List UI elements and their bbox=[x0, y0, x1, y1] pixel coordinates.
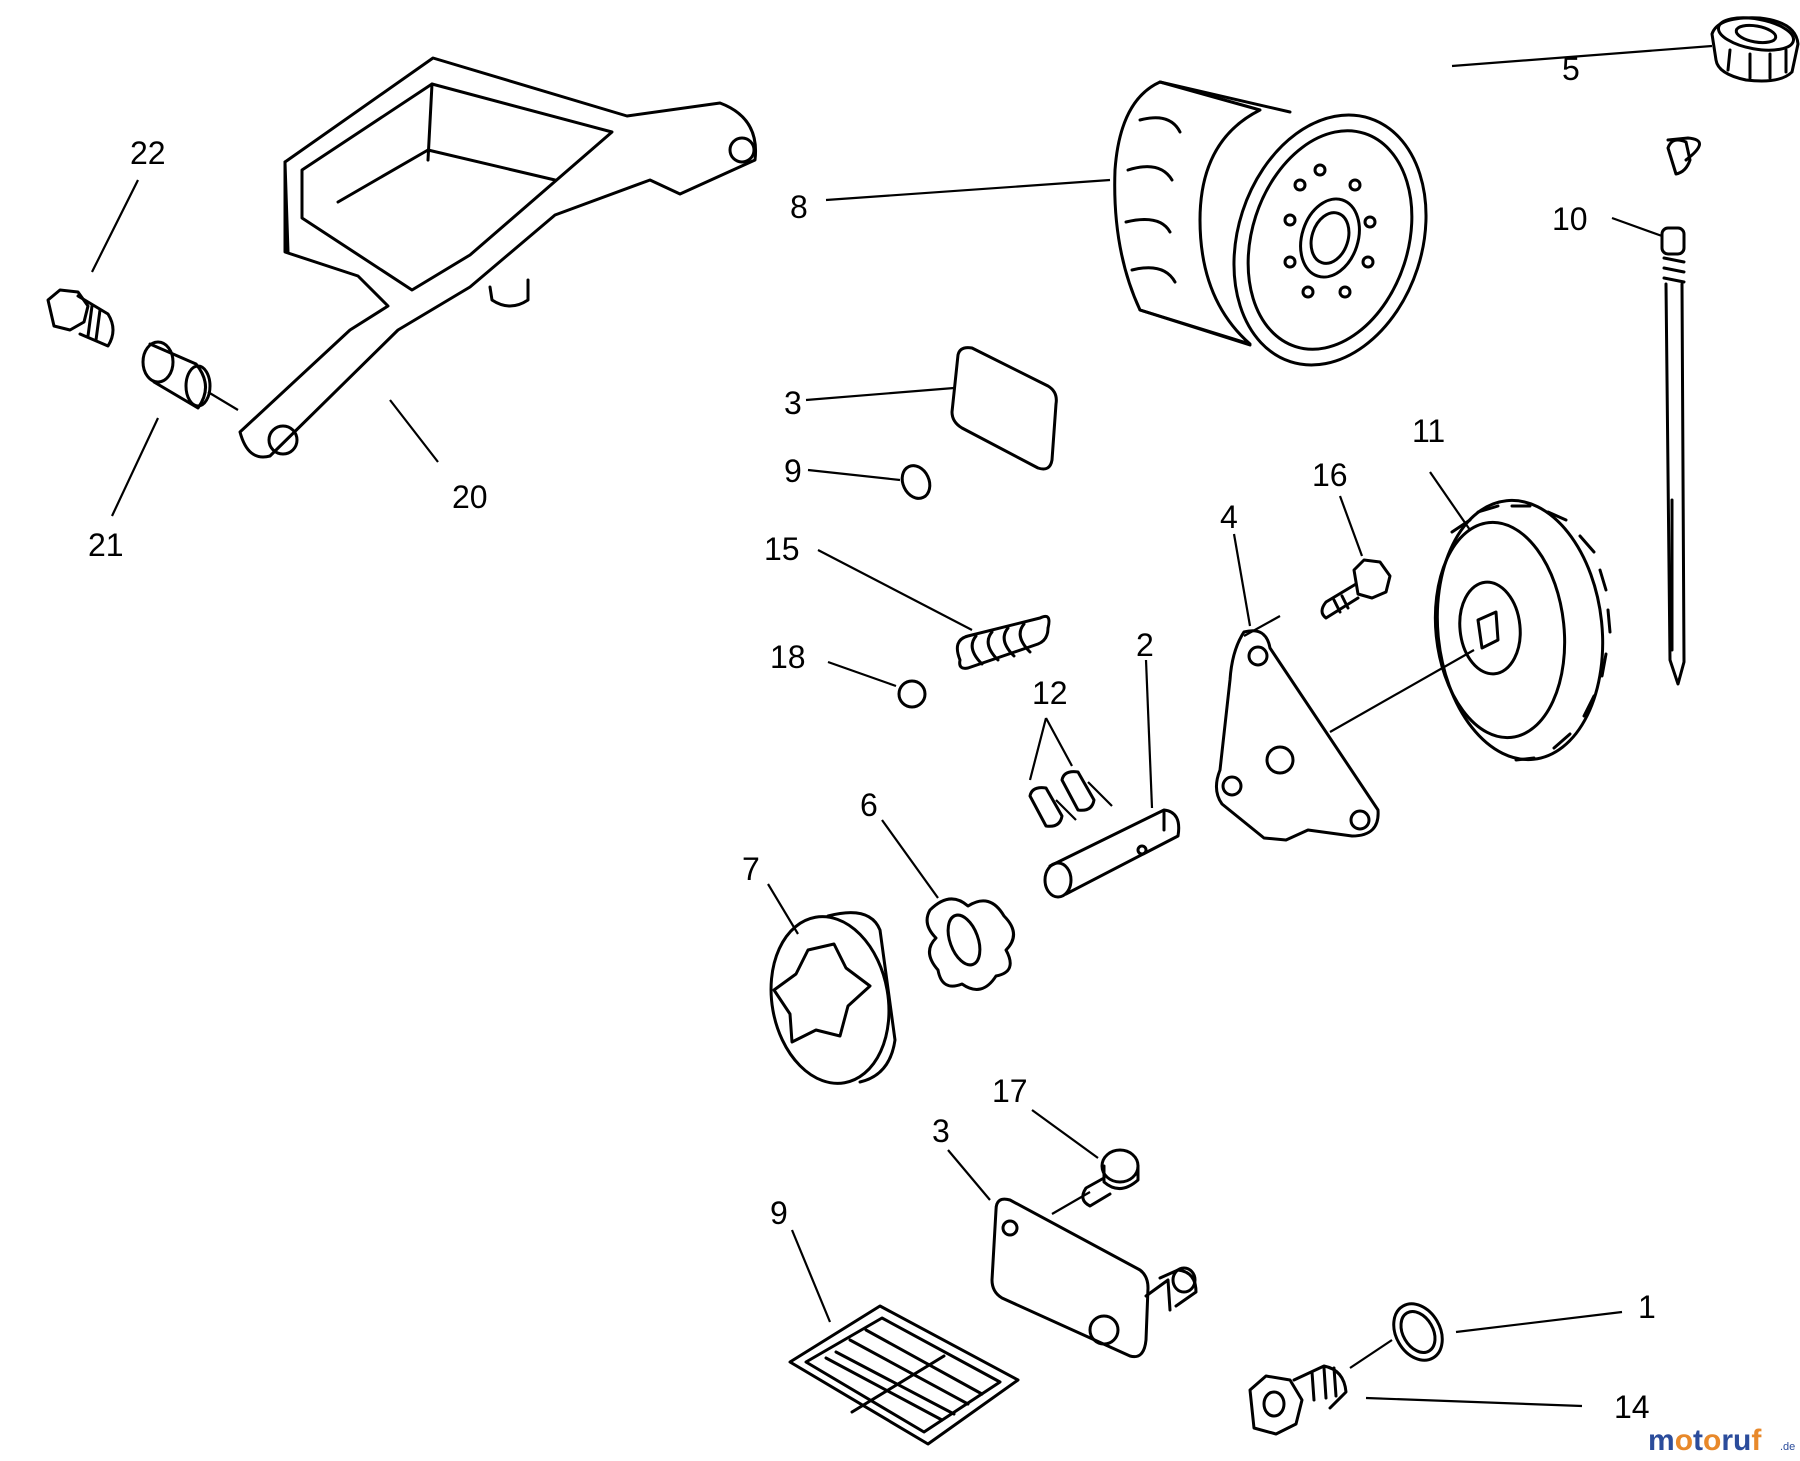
callout-labels: 22 21 20 8 5 10 3 9 15 18 12 2 4 16 11 6… bbox=[88, 51, 1656, 1425]
part-8-oil-filter bbox=[1113, 80, 1428, 367]
watermark-letter: u bbox=[1733, 1424, 1751, 1457]
assembly-lines bbox=[207, 391, 1475, 1369]
callout-12: 12 bbox=[1032, 675, 1068, 711]
callout-5: 5 bbox=[1562, 51, 1580, 87]
part-7-outer-rotor bbox=[769, 911, 897, 1085]
watermark-brand: motoruf bbox=[1648, 1424, 1762, 1457]
callout-19: 9 bbox=[784, 453, 802, 489]
part-6-inner-rotor bbox=[925, 897, 1015, 991]
callout-10: 10 bbox=[1552, 201, 1588, 237]
callout-14: 14 bbox=[1614, 1389, 1650, 1425]
part-18-ball bbox=[897, 679, 927, 709]
part-5-cap bbox=[1710, 16, 1800, 83]
part-1-washer bbox=[1392, 1302, 1444, 1362]
callout-20: 20 bbox=[452, 479, 488, 515]
part-16-bolt bbox=[1320, 558, 1392, 620]
part-3-cover-plate bbox=[990, 1197, 1198, 1359]
part-10-dipstick bbox=[1660, 136, 1701, 686]
part-9-strainer bbox=[788, 1304, 1020, 1446]
callout-18: 18 bbox=[770, 639, 806, 675]
watermark-letter: m bbox=[1648, 1424, 1675, 1457]
callout-3: 3 bbox=[932, 1113, 950, 1149]
callout-17: 17 bbox=[992, 1073, 1028, 1109]
callout-11: 11 bbox=[1412, 413, 1445, 449]
callout-13: 3 bbox=[784, 385, 802, 421]
part-15-spring bbox=[955, 614, 1051, 670]
watermark-letter: o bbox=[1703, 1424, 1721, 1457]
callout-7: 7 bbox=[742, 851, 760, 887]
part-4-plate bbox=[1215, 629, 1380, 842]
part-20-bracket bbox=[238, 56, 758, 459]
part-13-gasket bbox=[950, 346, 1058, 471]
callout-8: 8 bbox=[790, 189, 808, 225]
part-22-bolt bbox=[46, 288, 115, 348]
watermark-letter: t bbox=[1693, 1424, 1703, 1457]
part-17-screw bbox=[1081, 1148, 1140, 1208]
part-21-bushing bbox=[141, 340, 212, 410]
watermark-letter: o bbox=[1675, 1424, 1693, 1457]
leader-lines bbox=[91, 44, 1713, 1408]
callout-9: 9 bbox=[770, 1195, 788, 1231]
callout-1: 1 bbox=[1638, 1289, 1656, 1325]
callout-4: 4 bbox=[1220, 499, 1238, 535]
callout-6: 6 bbox=[860, 787, 878, 823]
callout-2: 2 bbox=[1136, 627, 1154, 663]
watermark: motoruf .de bbox=[1648, 1424, 1795, 1457]
part-14-drain-plug bbox=[1248, 1364, 1348, 1436]
callout-22: 22 bbox=[130, 135, 166, 171]
callout-16: 16 bbox=[1312, 457, 1348, 493]
callout-21: 21 bbox=[88, 527, 124, 563]
watermark-letter: f bbox=[1751, 1424, 1762, 1457]
part-19-o-ring bbox=[900, 464, 932, 500]
part-11-gear bbox=[1433, 498, 1612, 762]
watermark-suffix: .de bbox=[1780, 1441, 1795, 1453]
part-12-pins bbox=[1028, 770, 1096, 828]
callout-15: 15 bbox=[764, 531, 800, 567]
part-2-shaft bbox=[1043, 808, 1181, 899]
watermark-letter: r bbox=[1721, 1424, 1733, 1457]
